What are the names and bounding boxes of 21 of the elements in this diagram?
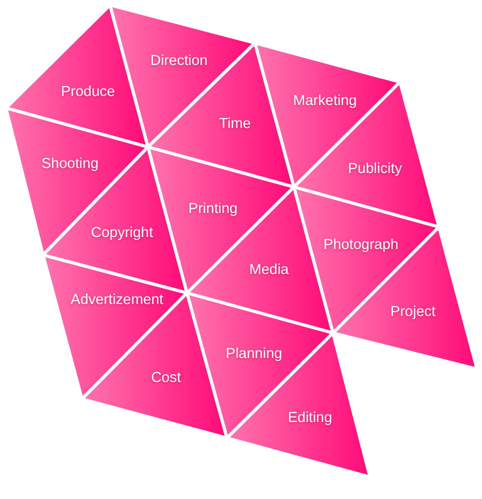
triangle-tile xyxy=(187,293,333,438)
tile-label: Time xyxy=(219,117,251,133)
tile-label: Advertizement xyxy=(70,293,164,309)
triangle-tile xyxy=(294,82,439,227)
tile-label: Photograph xyxy=(324,238,398,254)
triangle-tile xyxy=(148,43,294,187)
tile-label: Cost xyxy=(151,371,181,387)
triangle-tile xyxy=(227,333,370,477)
tile-label: Copyright xyxy=(90,226,154,242)
tile-label: Planning xyxy=(226,347,282,363)
tile-label: Project xyxy=(390,305,436,321)
triangle-tile xyxy=(255,43,400,187)
tile-label: Shooting xyxy=(41,157,99,173)
tile-label: Marketing xyxy=(293,94,357,110)
tile-label: Media xyxy=(249,263,289,279)
tile-label: Produce xyxy=(61,85,115,101)
tile-label: Editing xyxy=(288,411,332,427)
triangle-tile xyxy=(294,187,439,333)
tile-label: Publicity xyxy=(348,162,402,178)
tile-label: Direction xyxy=(150,54,208,70)
tile-label: Printing xyxy=(188,202,238,218)
